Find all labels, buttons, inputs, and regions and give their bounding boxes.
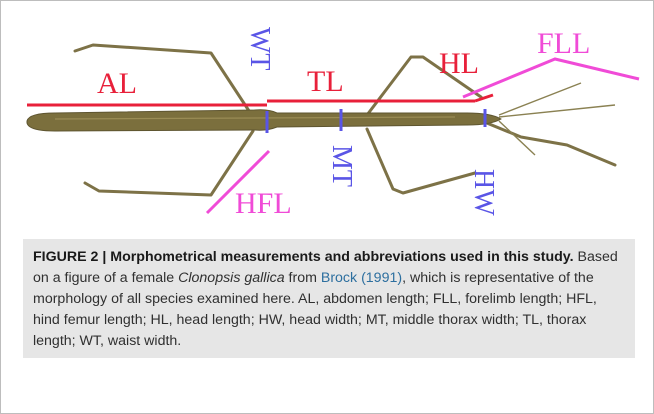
middle-leg-lower [367,129,475,193]
stick-insect-diagram: AL TL HL FLL HFL WT MT HW [15,13,641,239]
caption-species: Clonopsis gallica [178,270,284,286]
label-forelimb-length: FLL [537,27,590,60]
label-hind-femur-length: HFL [235,187,292,220]
insect-body [27,110,501,131]
forelimb-line [463,59,639,97]
citation-link[interactable]: Brock (1991) [321,270,402,286]
caption-text-2: from [285,270,321,286]
hind-leg-lower [85,131,253,195]
figure-image: AL TL HL FLL HFL WT MT HW [15,13,641,239]
label-head-width: HW [468,169,499,216]
label-thorax-length: TL [307,65,344,98]
figure-caption: FIGURE 2 | Morphometrical measurements a… [23,239,635,358]
label-middle-thorax-width: MT [326,145,357,187]
label-abdomen-length: AL [97,67,137,100]
fore-leg-lower [477,119,615,165]
caption-title: FIGURE 2 | Morphometrical measurements a… [33,249,574,265]
label-waist-width: WT [244,27,275,71]
label-head-length: HL [439,47,479,80]
